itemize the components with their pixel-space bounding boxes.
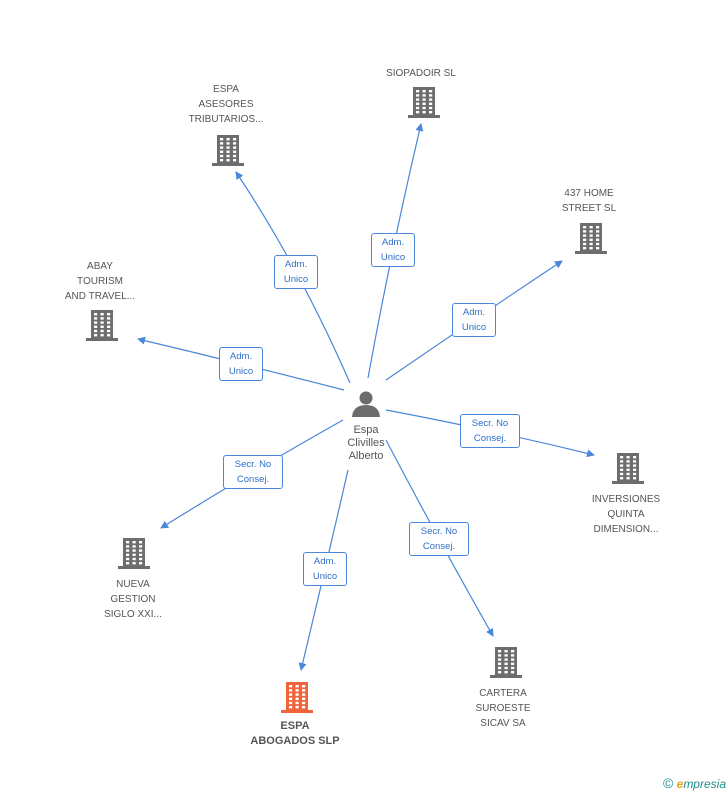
company-label-line: SICAV SA — [480, 718, 526, 729]
relation-label-espa-abogados[interactable]: Adm. Unico — [303, 552, 347, 586]
company-label-line: DIMENSION... — [593, 524, 659, 535]
company-label-nueva-gestion[interactable]: NUEVA GESTION SIGLO XXI... — [73, 577, 193, 622]
company-label-line: ESPA — [213, 84, 239, 95]
relation-label-line: Unico — [312, 571, 338, 582]
company-label-siopadoir[interactable]: SIOPADOIR SL — [361, 66, 481, 81]
relation-label-cartera[interactable]: Secr. No Consej. — [409, 522, 469, 556]
company-label-line: ABOGADOS SLP — [250, 735, 340, 747]
empresia-footer: © empresia — [663, 775, 726, 791]
person-icon[interactable] — [352, 391, 380, 418]
company-label-line: SUROESTE — [475, 703, 531, 714]
building-icon-espa-abogados[interactable] — [281, 682, 313, 713]
company-label-line: NUEVA — [116, 579, 150, 590]
company-label-line: ASESORES — [198, 99, 254, 110]
company-label-abay-tourism[interactable]: ABAY TOURISM AND TRAVEL... — [40, 259, 160, 304]
building-icon-nueva-gestion[interactable] — [118, 538, 150, 569]
relation-label-line: Unico — [228, 366, 254, 377]
person-name-line: Espa — [353, 424, 379, 436]
relation-label-line: Unico — [380, 252, 406, 263]
relation-label-line: Adm. — [284, 259, 308, 270]
relation-label-line: Adm. — [462, 307, 486, 318]
building-icon-437-home[interactable] — [575, 223, 607, 254]
building-icon-abay-tourism[interactable] — [86, 310, 118, 341]
company-label-line: TOURISM — [77, 276, 123, 287]
company-label-inversiones[interactable]: INVERSIONES QUINTA DIMENSION... — [566, 492, 686, 537]
relation-label-line: Consej. — [236, 474, 270, 485]
relation-label-line: Adm. — [313, 556, 337, 567]
relation-label-line: Unico — [283, 274, 309, 285]
company-label-line: GESTION — [110, 594, 156, 605]
relation-label-nueva-gestion[interactable]: Secr. No Consej. — [223, 455, 283, 489]
relation-label-line: Secr. No — [234, 459, 272, 470]
relation-label-437-home[interactable]: Adm. Unico — [452, 303, 496, 337]
brand-initial: e — [676, 777, 684, 791]
building-icon-inversiones[interactable] — [612, 453, 644, 484]
relation-label-line: Secr. No — [471, 418, 509, 429]
company-label-line: STREET SL — [561, 203, 617, 214]
company-label-espa-asesores[interactable]: ESPA ASESORES TRIBUTARIOS... — [166, 82, 286, 127]
company-label-espa-abogados[interactable]: ESPA ABOGADOS SLP — [235, 719, 355, 749]
company-label-line: ESPA — [280, 720, 310, 732]
building-icon-siopadoir[interactable] — [408, 87, 440, 118]
company-label-cartera[interactable]: CARTERA SUROESTE SICAV SA — [443, 686, 563, 731]
company-label-line: ABAY — [87, 261, 113, 272]
company-label-line: QUINTA — [607, 509, 645, 520]
building-icon-cartera[interactable] — [490, 647, 522, 678]
copyright-icon: © — [662, 775, 674, 791]
relation-label-espa-asesores[interactable]: Adm. Unico — [274, 255, 318, 289]
company-label-line: SIOPADOIR SL — [386, 68, 456, 79]
person-name-line: Clivilles — [347, 437, 385, 449]
relation-label-line: Unico — [461, 322, 487, 333]
company-label-line: TRIBUTARIOS... — [188, 114, 264, 125]
building-icon-espa-asesores[interactable] — [212, 135, 244, 166]
relation-label-abay-tourism[interactable]: Adm. Unico — [219, 347, 263, 381]
brand-name: mpresia — [683, 777, 726, 791]
company-label-line: 437 HOME — [564, 188, 614, 199]
relation-label-line: Adm. — [229, 351, 253, 362]
relation-label-siopadoir[interactable]: Adm. Unico — [371, 233, 415, 267]
person-name-line: Alberto — [348, 450, 384, 462]
company-label-437-home[interactable]: 437 HOME STREET SL — [529, 186, 649, 216]
relation-label-line: Consej. — [473, 433, 507, 444]
relation-label-line: Secr. No — [420, 526, 458, 537]
company-label-line: CARTERA — [479, 688, 527, 699]
relation-label-line: Adm. — [381, 237, 405, 248]
company-label-line: AND TRAVEL... — [64, 291, 136, 302]
relation-label-inversiones[interactable]: Secr. No Consej. — [460, 414, 520, 448]
relation-label-line: Consej. — [422, 541, 456, 552]
company-label-line: SIGLO XXI... — [104, 609, 162, 620]
company-label-line: INVERSIONES — [591, 494, 661, 505]
